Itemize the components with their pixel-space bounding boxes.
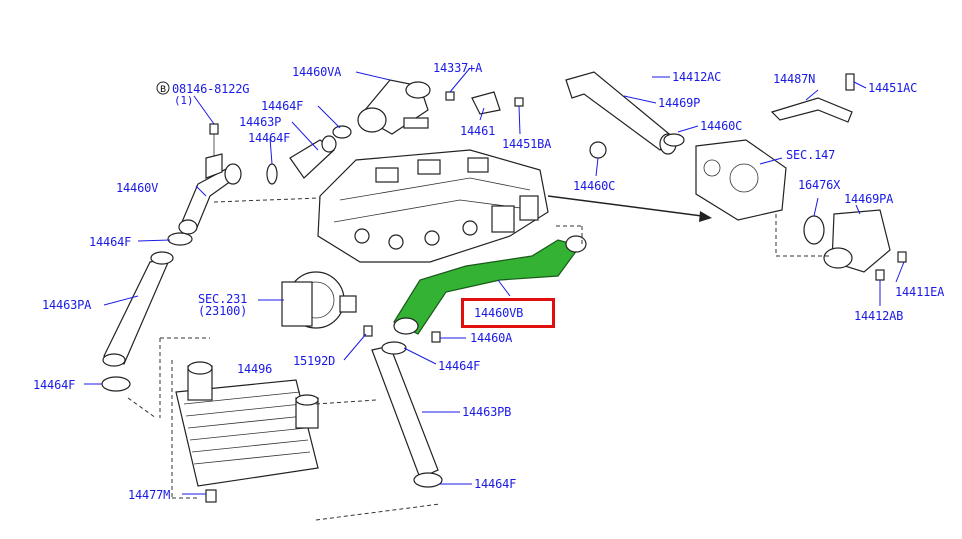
label-16476X[interactable]: 16476X: [798, 178, 841, 192]
label-14463PA[interactable]: 14463PA: [42, 298, 92, 312]
label-14487N[interactable]: 14487N: [773, 72, 816, 86]
bolt-08146: [209, 123, 219, 156]
label-14460C-a[interactable]: 14460C: [700, 119, 743, 133]
bracket-14461: [445, 91, 524, 115]
label-SEC147[interactable]: SEC.147: [786, 148, 836, 162]
label-14412AC[interactable]: 14412AC: [672, 70, 722, 84]
label-14469P[interactable]: 14469P: [658, 96, 701, 110]
intercooler-14496: [175, 361, 319, 503]
highlight-box: [461, 298, 555, 328]
gasket-16476X: [803, 215, 825, 245]
label-14460C-b[interactable]: 14460C: [573, 179, 616, 193]
label-14460A[interactable]: 14460A: [470, 331, 513, 345]
leader-lines: [84, 67, 905, 495]
egr-valve: [695, 139, 787, 221]
label-14464F-left[interactable]: 14464F: [89, 235, 132, 249]
label-14451BA[interactable]: 14451BA: [502, 137, 552, 151]
hose-14463P: [289, 135, 337, 179]
label-14451AC[interactable]: 14451AC: [868, 81, 918, 95]
clamps-top: [167, 125, 352, 246]
label-08146-qty: (1): [174, 94, 194, 107]
label-14464F-lower[interactable]: 14464F: [33, 378, 76, 392]
hose-14463PA: [101, 251, 174, 392]
label-14463P[interactable]: 14463P: [239, 115, 282, 129]
label-14460VA[interactable]: 14460VA: [292, 65, 342, 79]
label-14461[interactable]: 14461: [460, 124, 496, 138]
label-14460V[interactable]: 14460V: [116, 181, 159, 195]
turbocharger: [281, 271, 357, 329]
engine-head: [317, 149, 549, 263]
label-14464F-top[interactable]: 14464F: [261, 99, 304, 113]
label-14464F-b[interactable]: 14464F: [248, 131, 291, 145]
pipe-14460VA: [357, 79, 431, 135]
label-14469PA[interactable]: 14469PA: [844, 192, 894, 206]
label-14463PB[interactable]: 14463PB: [462, 405, 512, 419]
label-14464F-mid[interactable]: 14464F: [438, 359, 481, 373]
pipe-14460V: [178, 153, 242, 235]
label-08146-8122G[interactable]: 08146-8122G: [172, 82, 250, 96]
bolt-marker-icon: [156, 81, 170, 95]
label-14477M[interactable]: 14477M: [128, 488, 171, 502]
label-14496[interactable]: 14496: [237, 362, 273, 376]
label-14464F-bottom[interactable]: 14464F: [474, 477, 517, 491]
label-SEC231[interactable]: SEC.231: [198, 292, 248, 306]
throttle-14469PA: [823, 209, 907, 281]
pipe-14460VB: [393, 235, 587, 335]
pipe-14469P: [565, 71, 685, 159]
label-15192D[interactable]: 15192D: [293, 354, 336, 368]
hose-14463PB: [371, 341, 443, 488]
label-14337A[interactable]: 14337+A: [433, 61, 483, 75]
label-14412AB[interactable]: 14412AB: [854, 309, 904, 323]
bolt-marker-letter: B: [160, 85, 166, 95]
label-14460VB[interactable]: 14460VB: [474, 306, 524, 320]
bolt-15192D: [363, 325, 441, 343]
label-SEC231-sub: (23100): [198, 304, 248, 318]
label-14411EA[interactable]: 14411EA: [895, 285, 945, 299]
